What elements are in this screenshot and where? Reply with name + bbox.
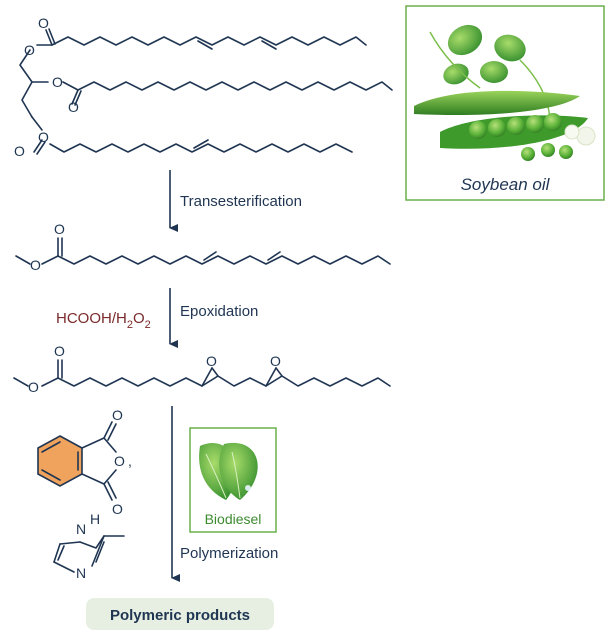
phthalic-anhydride: O O , O — [37, 407, 132, 517]
atom-o: O — [206, 353, 217, 369]
biodiesel-panel: Biodiesel — [189, 427, 277, 533]
atom-o: O — [112, 407, 123, 423]
methylimidazole: N H N — [53, 511, 125, 581]
atom-o: O — [24, 42, 35, 58]
atom-o: O — [114, 453, 125, 469]
atom-o: O — [54, 343, 65, 359]
product-box: Polymeric products — [86, 598, 274, 630]
epoxidation-label: Epoxidation — [180, 303, 258, 320]
atom-o: O — [68, 99, 79, 115]
soybean-pod-icon — [414, 24, 596, 161]
atom-o: O — [52, 74, 63, 90]
product-label: Polymeric products — [110, 607, 250, 624]
soybean-oil-caption: Soybean oil — [461, 175, 551, 194]
atom-o: O — [30, 257, 41, 273]
atom-o: O — [14, 143, 25, 159]
atom-o: O — [38, 129, 49, 145]
atom-n: N — [76, 521, 86, 537]
soybean-oil-panel: Soybean oil — [405, 5, 605, 201]
green-leaves-icon — [199, 442, 258, 500]
benzene-ring-icon — [37, 435, 83, 487]
triglyceride-structure: O O O O O O — [14, 15, 393, 159]
atom-o: O — [28, 379, 39, 395]
atom-o: O — [112, 501, 123, 517]
atom-h: H — [90, 511, 100, 527]
reagent-label: HCOOH/H2O2 — [56, 310, 151, 331]
polymerization-label: Polymerization — [180, 545, 278, 562]
transesterification-label: Transesterification — [180, 193, 302, 210]
fatty-acid-methyl-ester: O O — [15, 221, 391, 273]
atom-o: O — [270, 353, 281, 369]
atom-o: O — [54, 221, 65, 237]
atom-n: N — [76, 565, 86, 581]
comma: , — [128, 453, 132, 469]
atom-o: O — [38, 15, 49, 31]
epoxidized-ester: O O O O — [13, 343, 391, 395]
biodiesel-caption: Biodiesel — [205, 511, 262, 527]
